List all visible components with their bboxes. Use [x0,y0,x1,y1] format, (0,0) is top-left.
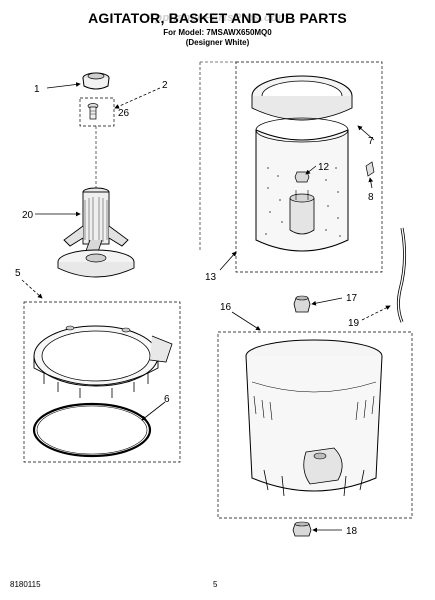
callout-17: 17 [346,293,358,304]
callout-13: 13 [205,272,217,283]
part-bolt-26[interactable] [87,103,99,120]
part-26-box [79,97,115,127]
part-basket[interactable] [251,75,353,252]
callout-5: 5 [15,268,21,279]
callout-16: 16 [220,302,232,313]
callout-1: 1 [34,84,40,95]
callout-8: 8 [368,192,374,203]
callout-18: 18 [346,526,358,537]
part-tub[interactable] [245,339,383,497]
page-title: AGITATOR, BASKET AND TUB PARTS [88,10,347,26]
watermark-text: AppliancePartsPros.com [146,12,289,24]
callout-26: 26 [118,108,130,119]
part-hose-19[interactable] [396,227,407,323]
callout-2: 2 [162,80,168,91]
callout-19: 19 [348,318,360,329]
part-nut-18[interactable] [292,521,312,537]
variant-line: (Designer White) [185,38,250,47]
page-number: 5 [213,580,218,589]
part-16-box [217,331,413,519]
part-seal-ring[interactable] [32,402,152,458]
part-agitator[interactable] [57,187,135,278]
part-13-box [235,61,383,273]
callout-12: 12 [318,162,330,173]
callout-7: 7 [368,136,374,147]
part-agitator-cap[interactable] [82,72,110,90]
model-line: For Model: 7MSAWX650MQ0 [163,28,272,37]
part-drive-block-17[interactable] [293,295,311,313]
part-clip-8[interactable] [365,161,375,177]
doc-number: 8180115 [10,580,41,589]
callout-20: 20 [22,210,34,221]
callout-6: 6 [164,394,170,405]
part-5-box [23,301,181,463]
part-ring-assembly[interactable] [33,325,173,398]
